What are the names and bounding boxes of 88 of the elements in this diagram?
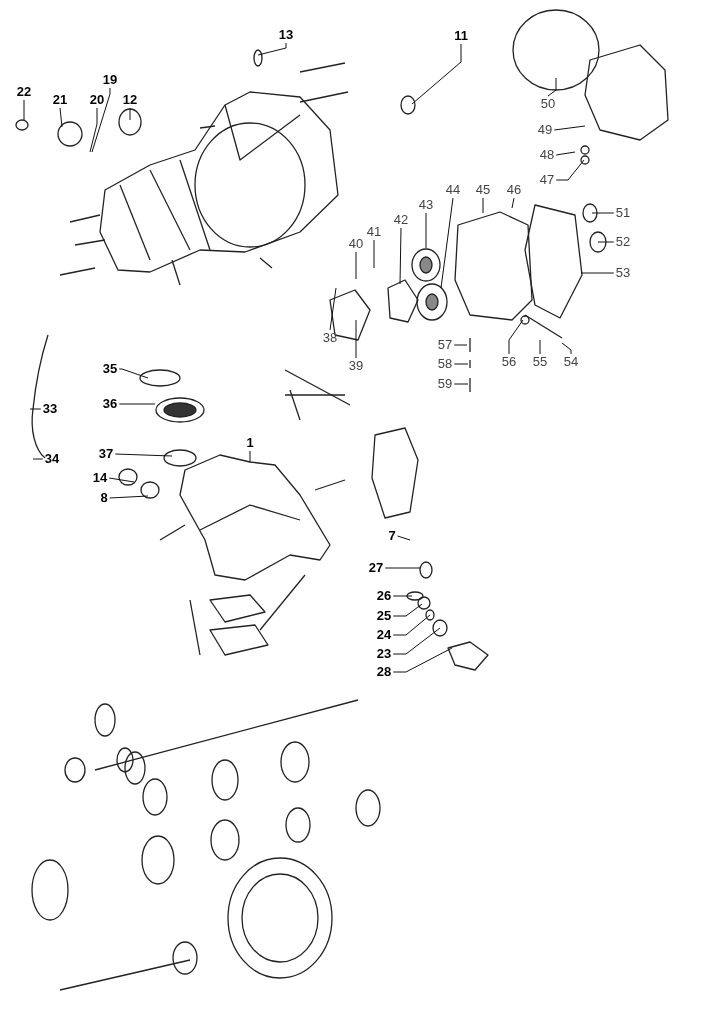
leader-line bbox=[89, 107, 98, 153]
leader-line bbox=[114, 453, 173, 457]
leader-line bbox=[118, 403, 156, 405]
leader-line bbox=[561, 342, 572, 355]
callout-number: 39 bbox=[348, 359, 364, 373]
callout-number: 48 bbox=[539, 148, 555, 162]
callout-number: 50 bbox=[540, 97, 556, 111]
leader-line bbox=[392, 595, 413, 597]
leader-line bbox=[553, 125, 586, 131]
callout-number: 12 bbox=[122, 93, 138, 107]
leader-line bbox=[392, 603, 423, 617]
leader-line bbox=[399, 227, 402, 285]
leader-line bbox=[355, 251, 357, 280]
callout-number: 52 bbox=[615, 235, 631, 249]
callout-number: 56 bbox=[501, 355, 517, 369]
callout-number: 13 bbox=[278, 28, 294, 42]
leader-line bbox=[453, 344, 468, 346]
callout-number: 11 bbox=[454, 29, 468, 43]
callout-number: 35 bbox=[102, 362, 118, 376]
callout-number: 23 bbox=[376, 647, 392, 661]
leader-line bbox=[59, 107, 63, 128]
callout-number: 47 bbox=[539, 173, 555, 187]
leader-line bbox=[108, 477, 135, 483]
callout-number: 33 bbox=[42, 402, 58, 416]
leader-line bbox=[355, 319, 357, 359]
callout-number: 34 bbox=[44, 452, 60, 466]
leader-line bbox=[547, 77, 557, 97]
callout-number: 43 bbox=[418, 198, 434, 212]
callout-number: 38 bbox=[322, 331, 338, 345]
callout-number: 20 bbox=[89, 93, 105, 107]
callout-number: 40 bbox=[348, 237, 364, 251]
leader-line bbox=[453, 363, 469, 365]
callout-number: 55 bbox=[532, 355, 548, 369]
leader-line bbox=[425, 212, 427, 249]
leader-line bbox=[597, 241, 615, 243]
callout-number: 44 bbox=[445, 183, 461, 197]
callout-number: 19 bbox=[102, 73, 118, 87]
leader-line bbox=[392, 614, 431, 636]
callout-number: 7 bbox=[388, 529, 396, 543]
callout-number: 8 bbox=[100, 491, 108, 505]
leader-line bbox=[392, 627, 441, 655]
leader-line bbox=[392, 647, 453, 673]
callout-number: 26 bbox=[376, 589, 392, 603]
leader-line bbox=[591, 212, 615, 214]
leader-line bbox=[29, 408, 42, 410]
leader-line bbox=[129, 107, 131, 121]
callout-number: 54 bbox=[563, 355, 579, 369]
leader-line bbox=[508, 319, 524, 355]
callout-number: 49 bbox=[537, 123, 553, 137]
leader-line bbox=[109, 495, 149, 499]
callout-number: 59 bbox=[437, 377, 453, 391]
callout-number: 58 bbox=[437, 357, 453, 371]
leader-line bbox=[23, 99, 25, 121]
callout-number: 36 bbox=[102, 397, 118, 411]
leader-line bbox=[91, 87, 111, 153]
leader-line bbox=[329, 287, 337, 331]
leader-line bbox=[118, 368, 149, 379]
callout-number: 27 bbox=[368, 561, 384, 575]
callout-number: 25 bbox=[376, 609, 392, 623]
leader-line bbox=[257, 42, 287, 56]
leader-line bbox=[580, 272, 615, 274]
callout-number: 37 bbox=[98, 447, 114, 461]
leader-line bbox=[482, 197, 484, 214]
callout-number: 45 bbox=[475, 183, 491, 197]
callout-number: 51 bbox=[615, 206, 631, 220]
leader-line bbox=[555, 151, 576, 156]
callout-number: 42 bbox=[393, 213, 409, 227]
leader-line bbox=[249, 450, 251, 463]
leader-line bbox=[555, 159, 585, 181]
leader-line bbox=[511, 197, 515, 209]
leader-line bbox=[373, 239, 375, 269]
callout-number: 46 bbox=[506, 183, 522, 197]
callout-number: 14 bbox=[92, 471, 108, 485]
leader-line bbox=[32, 458, 44, 460]
leader-line bbox=[397, 535, 411, 541]
callout-number: 21 bbox=[52, 93, 68, 107]
leader-line bbox=[411, 43, 462, 105]
callout-number: 22 bbox=[16, 85, 32, 99]
leader-line bbox=[453, 383, 469, 385]
callout-number: 53 bbox=[615, 266, 631, 280]
leader-line bbox=[384, 567, 421, 569]
leader-line bbox=[539, 339, 541, 355]
callout-number: 41 bbox=[366, 225, 382, 239]
leader-line bbox=[440, 197, 454, 289]
callout-number: 1 bbox=[246, 436, 254, 450]
callout-number: 24 bbox=[376, 628, 392, 642]
callout-number: 28 bbox=[376, 665, 392, 679]
callout-number: 57 bbox=[437, 338, 453, 352]
